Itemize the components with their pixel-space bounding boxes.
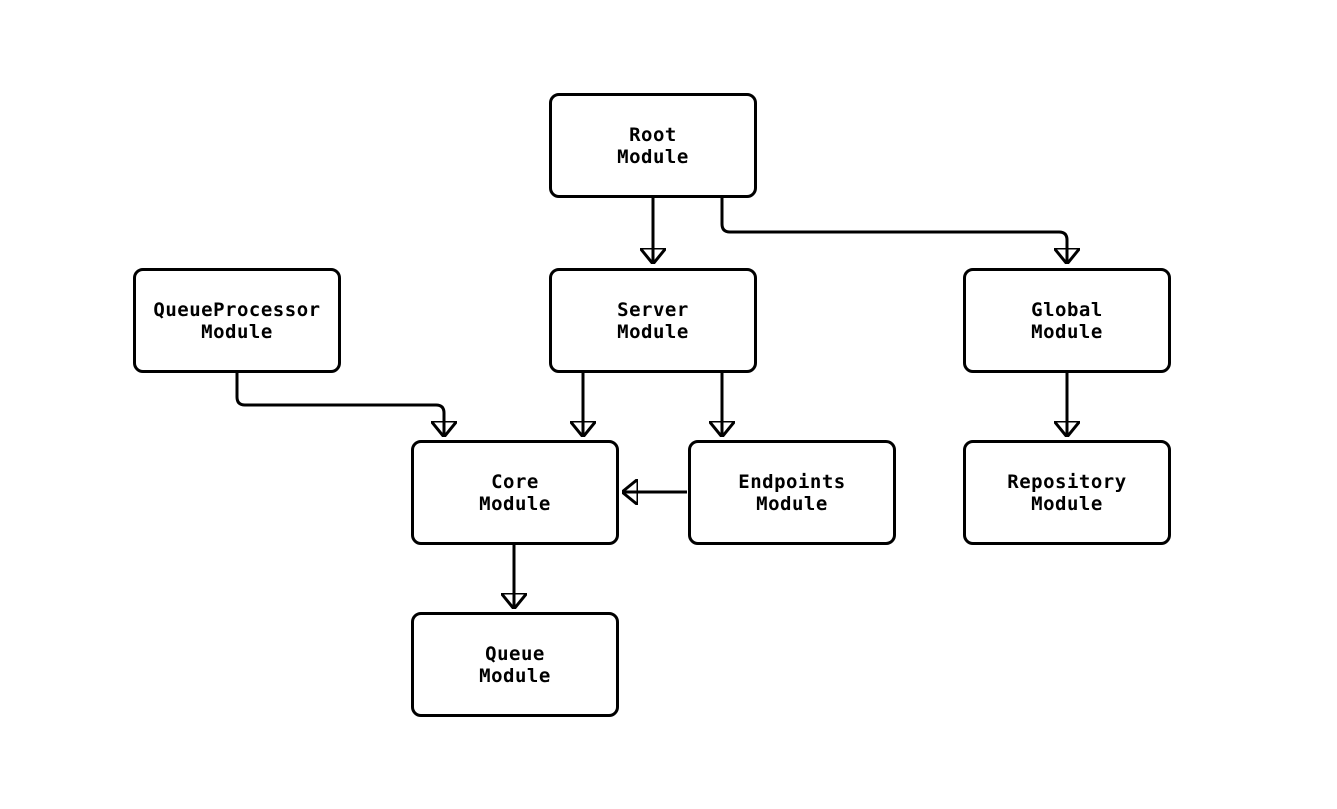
node-repository-label-line2: Module: [1031, 492, 1103, 515]
edge-queueprocessor-to-core: [235, 373, 444, 437]
node-server-label-line1: Server: [617, 298, 689, 321]
node-queueprocessor-label-line2: Module: [201, 320, 273, 343]
node-queueprocessor-label-line1: QueueProcessor: [153, 298, 321, 321]
node-global-label-line2: Module: [1031, 320, 1103, 343]
node-queue-module: Queue Module: [411, 612, 619, 717]
node-root-label-line1: Root: [629, 123, 677, 146]
node-endpoints-label-line2: Module: [756, 492, 828, 515]
node-repository-module: Repository Module: [963, 440, 1171, 545]
node-endpoints-module: Endpoints Module: [688, 440, 896, 545]
node-server-label-line2: Module: [617, 320, 689, 343]
node-repository-label-line1: Repository: [1007, 470, 1127, 493]
node-root-module: Root Module: [549, 93, 757, 198]
node-core-label-line1: Core: [491, 470, 539, 493]
node-root-label-line2: Module: [617, 145, 689, 168]
node-server-module: Server Module: [549, 268, 757, 373]
node-endpoints-label-line1: Endpoints: [738, 470, 846, 493]
node-queue-label-line1: Queue: [485, 642, 545, 665]
node-core-label-line2: Module: [479, 492, 551, 515]
node-global-label-line1: Global: [1031, 298, 1103, 321]
node-global-module: Global Module: [963, 268, 1171, 373]
node-queueprocessor-module: QueueProcessor Module: [133, 268, 341, 373]
node-core-module: Core Module: [411, 440, 619, 545]
edge-root-to-global: [720, 198, 1067, 264]
node-queue-label-line2: Module: [479, 664, 551, 687]
